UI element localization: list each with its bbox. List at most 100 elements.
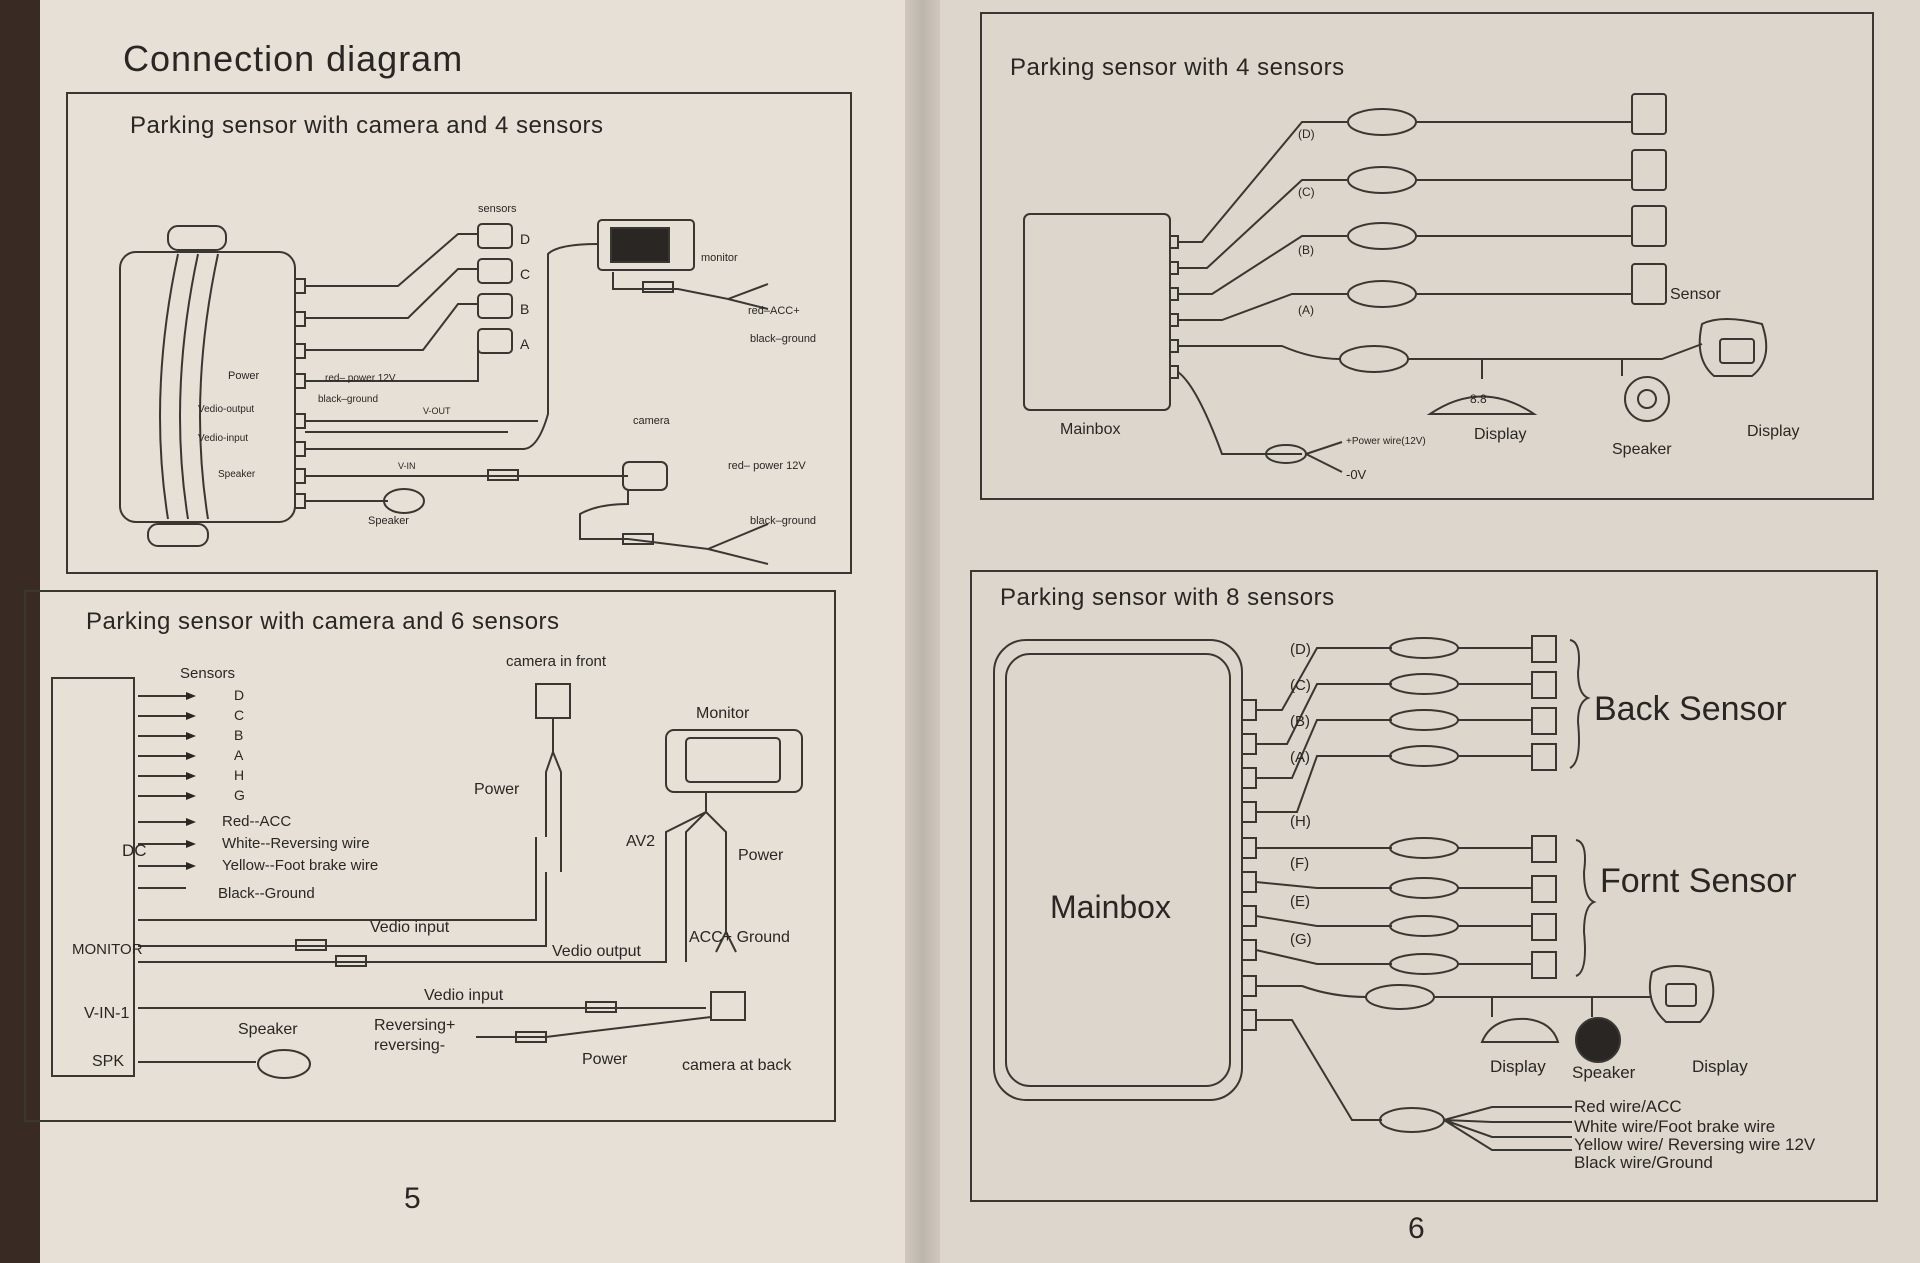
monitor-label: monitor	[701, 252, 738, 264]
red-power-label: red– power 12V	[325, 373, 396, 384]
v-out-label: V-OUT	[423, 406, 451, 416]
red-wire-label: Red wire/ACC	[1574, 1097, 1682, 1116]
sensor-b-label: (B)	[1298, 243, 1314, 257]
monitor-shape	[665, 729, 803, 793]
sensor-h-label: H	[234, 767, 244, 783]
monitor-label: Monitor	[696, 705, 750, 722]
sensor-a-label: A	[234, 747, 244, 763]
main-box-shape	[119, 251, 296, 523]
av2-label: AV2	[626, 833, 655, 850]
white-reversing-label: White--Reversing wire	[222, 835, 370, 852]
camera-shape	[622, 461, 668, 491]
display-unit-label: Display	[1747, 423, 1799, 440]
monitor-port-label: MONITOR	[72, 941, 143, 958]
sensor-b	[477, 293, 513, 319]
camera-back-label: camera at back	[682, 1057, 792, 1074]
book-gutter	[905, 0, 940, 1263]
panel-title: Parking sensor with 8 sensors	[1000, 584, 1335, 611]
sensor-b	[1631, 205, 1667, 247]
sensor-d-label: D	[234, 687, 244, 703]
panel-title: Parking sensor with camera and 4 sensors	[130, 112, 604, 139]
mainbox-label: Mainbox	[1060, 421, 1120, 438]
spk-label: SPK	[92, 1053, 124, 1070]
v-in-label: V-IN	[398, 461, 416, 471]
black-ground-label: Black--Ground	[218, 885, 315, 902]
sensor-a-label: (A)	[1290, 749, 1310, 766]
black-ground-label-2: black–ground	[318, 394, 378, 405]
black-wire-label: Black wire/Ground	[1574, 1153, 1713, 1172]
sensor-g-label: G	[234, 787, 245, 803]
monitor-shape	[597, 219, 695, 271]
dc-label: DC	[122, 841, 147, 860]
yellow-wire-label: Yellow wire/ Reversing wire 12V	[1574, 1135, 1816, 1154]
sensor-a	[477, 328, 513, 354]
sensor-b-label: (B)	[1290, 713, 1310, 730]
front-camera-shape	[535, 683, 571, 719]
sensor-d-label: (D)	[1290, 641, 1311, 658]
black-ground-label-1: black–ground	[750, 333, 816, 345]
vin1-label: V-IN-1	[84, 1005, 129, 1022]
vedio-input-label: Vedio input	[370, 919, 450, 936]
sensor-d-label: D	[520, 231, 530, 247]
sensor-c-label: C	[234, 707, 244, 723]
diagram-camera-4-sensors: sensors D C B A monitor red–ACC+ black–g…	[119, 203, 816, 565]
sensor-a-label: (A)	[1298, 303, 1314, 317]
panel-title: Parking sensor with 4 sensors	[1010, 54, 1345, 81]
speaker-shape	[383, 488, 425, 514]
sensor-f-label: (F)	[1290, 855, 1309, 872]
vedio-output-label: Vedio output	[552, 943, 642, 960]
sensor-c-label: (C)	[1298, 185, 1315, 199]
page-number-left: 5	[404, 1182, 421, 1215]
sensor-d-label: (D)	[1298, 127, 1315, 141]
mainbox-inner	[1005, 653, 1231, 1087]
left-page	[40, 0, 920, 1263]
display-digits: 8.8	[1470, 392, 1487, 406]
speaker-label: Speaker	[238, 1021, 298, 1038]
black-ground-label-3: black–ground	[750, 515, 816, 527]
sensor-d	[1631, 93, 1667, 135]
red-acc-label: red–ACC+	[748, 305, 800, 317]
sensor-b-label: B	[234, 727, 243, 743]
sensor-label: Sensor	[1670, 286, 1721, 303]
panel-4-sensors: Parking sensor with 4 sensors	[980, 12, 1874, 500]
sensor-b-label: B	[520, 301, 529, 317]
camera-label: camera	[633, 415, 671, 427]
display-unit-shape	[1698, 318, 1768, 377]
acc-ground-label: ACC+ Ground	[689, 929, 790, 946]
speaker-label: Speaker	[1572, 1063, 1636, 1082]
power-port-label: Power	[228, 370, 260, 382]
mainbox-shape	[1023, 213, 1171, 411]
red-acc-label: Red--ACC	[222, 813, 291, 830]
mainbox-outer	[993, 639, 1243, 1101]
page-heading: Connection diagram	[123, 38, 464, 79]
panel-camera-6-sensors: Parking sensor with camera and 6 sensors	[24, 590, 836, 1122]
display-bar-label: Display	[1490, 1057, 1546, 1076]
speaker-shape	[257, 1049, 311, 1079]
speaker-shape	[1624, 376, 1670, 422]
rear-camera-shape	[710, 991, 746, 1021]
panel-title: Parking sensor with camera and 6 sensors	[86, 608, 560, 635]
diagram-camera-6-sensors: Sensors camera in front D C B A H G Moni…	[51, 653, 803, 1079]
vedio-input-2-label: Vedio input	[424, 987, 504, 1004]
speaker-label: Speaker	[1612, 441, 1672, 458]
mount-tab-top	[167, 225, 227, 251]
panel-camera-4-sensors: Parking sensor with camera and 4 sensors	[66, 92, 852, 574]
sensors-label: sensors	[478, 203, 517, 215]
sensor-h-label: (H)	[1290, 813, 1311, 830]
page-number-right: 6	[1408, 1212, 1425, 1245]
zero-v-label: -0V	[1346, 467, 1367, 482]
diagram-8-sensors: (D) (C) (B) (A) (H) (F) (E) (G) Back Sen…	[993, 635, 1816, 1172]
display-unit-label: Display	[1692, 1057, 1748, 1076]
display-bar-label: Display	[1474, 426, 1526, 443]
monitor-power-label: Power	[738, 847, 784, 864]
display-unit-shape	[1648, 965, 1715, 1023]
sensor-c	[477, 258, 513, 284]
mount-tab-bottom	[147, 523, 209, 547]
back-sensor-label: Back Sensor	[1594, 690, 1787, 728]
speaker-shape	[1575, 1017, 1621, 1063]
diagram-4-sensors: (D) (C) (B) (A) Sensor Mainbox +Power wi…	[1023, 93, 1799, 482]
sensor-d	[477, 223, 513, 249]
speaker-label: Speaker	[368, 515, 409, 527]
display-bar-shape	[1480, 1017, 1560, 1043]
